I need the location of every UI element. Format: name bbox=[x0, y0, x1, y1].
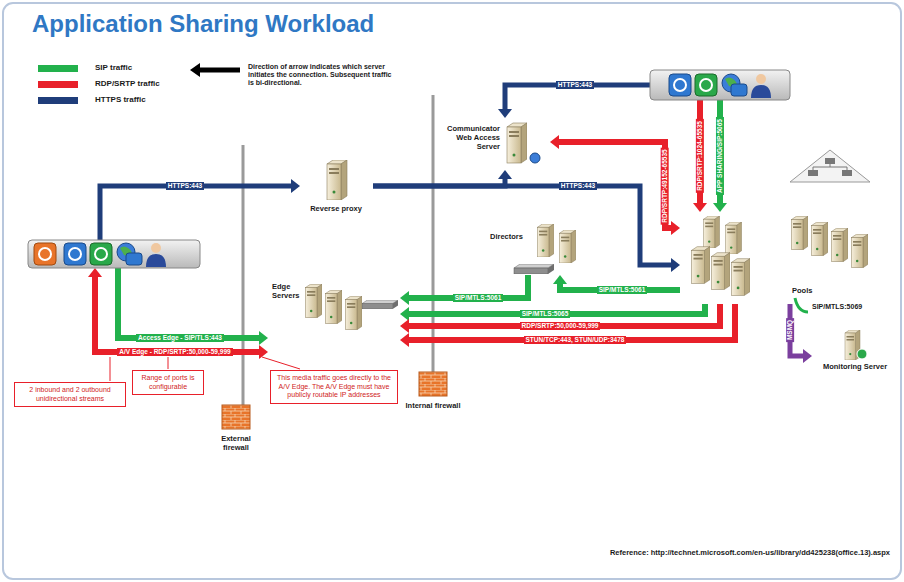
server-node: Monitoring Server bbox=[812, 328, 899, 386]
callout-text: Range of ports is configurable bbox=[137, 374, 199, 391]
arrow-head bbox=[400, 333, 409, 347]
callout-text: This media traffic goes directly to the … bbox=[275, 374, 393, 400]
arrow-head bbox=[553, 275, 567, 284]
node-label: Pools bbox=[792, 286, 832, 295]
arrow-head bbox=[400, 319, 409, 333]
legend-swatch bbox=[38, 65, 78, 72]
server-node: Communicator Web Access Server bbox=[440, 118, 550, 170]
node-label: Communicator Web Access Server bbox=[442, 124, 500, 151]
edge-label: RDP/SRTP:49152-65535 bbox=[661, 147, 669, 224]
line-label: APP SHARING/SIP:5065 bbox=[716, 117, 724, 195]
legend-swatch bbox=[38, 97, 78, 104]
legend-arrow bbox=[190, 63, 240, 77]
pool-node: Pools bbox=[680, 212, 870, 304]
connector bbox=[373, 178, 505, 186]
legend-text: SIP traffic bbox=[95, 63, 132, 72]
line-label: HTTPS:443 bbox=[166, 182, 204, 190]
arrow-head bbox=[400, 291, 409, 305]
arrow-head bbox=[671, 221, 680, 235]
connector bbox=[373, 186, 672, 265]
node-label: Monitoring Server bbox=[812, 362, 898, 371]
frame bbox=[3, 3, 901, 579]
edge-label: SIP/MTLS:5065 bbox=[520, 310, 571, 318]
edge-label: SIP/MTLS:5061 bbox=[597, 286, 648, 294]
line-label: RDP/SRTP:1024-65535 bbox=[696, 119, 704, 193]
arrow-head bbox=[498, 170, 512, 179]
edge-label: STUN/TCP:443, STUN/UDP:3478 bbox=[524, 336, 627, 344]
node-label: Internal firewall bbox=[404, 401, 462, 410]
client-icon bbox=[650, 70, 790, 100]
firewall-node: External firewall bbox=[208, 405, 265, 453]
text-label: SIP/MTLS:5069 bbox=[812, 302, 862, 312]
edge-label: SIP/MTLS:5061 bbox=[453, 294, 504, 302]
callout-text: 2 inbound and 2 outbound unidirectional … bbox=[19, 386, 121, 403]
hierarchy-icon bbox=[790, 150, 870, 182]
client-icon bbox=[28, 240, 200, 268]
connector bbox=[408, 304, 735, 340]
firewall-node: Internal firewall bbox=[404, 372, 463, 420]
firewall-line bbox=[432, 95, 435, 372]
line-label: Access Edge - SIP/TLS:443 bbox=[136, 334, 224, 342]
edge-label: HTTPS:443 bbox=[559, 182, 597, 190]
callout-box: Range of ports is configurable bbox=[132, 370, 204, 395]
node-label: Reverse proxy bbox=[300, 204, 372, 213]
text-label: Reference: http://technet.microsoft.com/… bbox=[610, 548, 890, 558]
node-label: Edge Servers bbox=[272, 282, 304, 300]
legend-text: RDP/SRTP traffic bbox=[95, 79, 160, 88]
legend-swatch bbox=[38, 81, 78, 88]
arrow-head bbox=[400, 307, 409, 321]
legend-text: HTTPS traffic bbox=[95, 95, 146, 104]
arrow-head bbox=[550, 135, 559, 149]
callout-box: This media traffic goes directly to the … bbox=[270, 370, 398, 404]
line-label: A/V Edge - RDP/SRTP:50,000-59,999 bbox=[117, 348, 232, 356]
callout-box: 2 inbound and 2 outbound unidirectional … bbox=[14, 382, 126, 407]
server-node: Reverse proxy bbox=[300, 160, 373, 222]
client-lines bbox=[88, 85, 808, 359]
edge-label: RDP/SRTP:50,000-59,999 bbox=[520, 322, 601, 330]
server-icon bbox=[305, 123, 868, 360]
legend-note: Direction of arrow indicates which serve… bbox=[248, 63, 398, 87]
arrow-head bbox=[803, 349, 812, 363]
node-label: External firewall bbox=[208, 434, 264, 452]
arrow-head bbox=[671, 258, 680, 272]
server-node: Edge Servers bbox=[268, 276, 400, 358]
server-node: Directors bbox=[488, 222, 598, 275]
edge-label: MSMQ bbox=[786, 318, 794, 342]
diagram-title: Application Sharing Workload bbox=[32, 10, 374, 38]
line-label: HTTPS:443 bbox=[556, 81, 594, 89]
node-label: Directors bbox=[490, 232, 530, 241]
